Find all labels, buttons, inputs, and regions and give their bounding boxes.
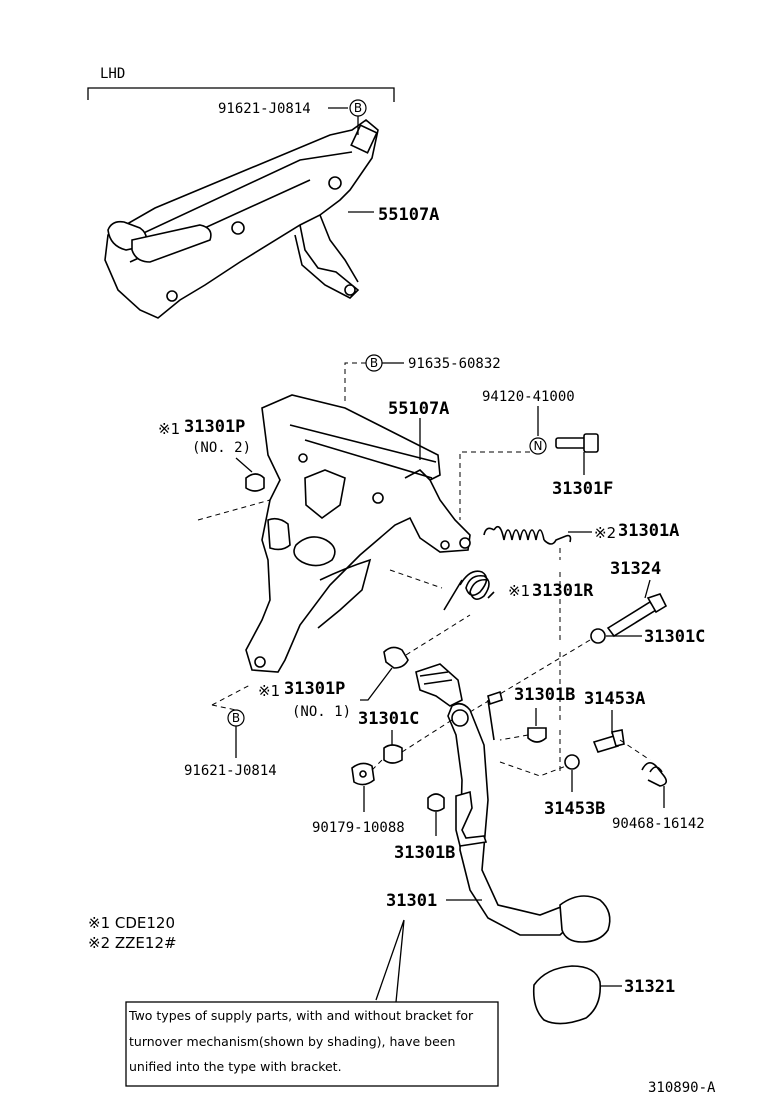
leader — [197, 499, 271, 521]
leader — [211, 684, 251, 706]
part-label-90468-16142: 90468-16142 — [612, 816, 705, 832]
marker-2: ※2 — [594, 524, 616, 542]
part-label-31301c-upper: 31301C — [644, 627, 705, 647]
leader — [235, 457, 253, 473]
part-label-31301p-no1-sub: (NO. 1) — [292, 704, 351, 720]
leader — [211, 704, 237, 711]
marker-3: ※1 — [508, 582, 530, 600]
part-label-31301r: 31301R — [532, 581, 594, 601]
part-label-31301a: 31301A — [618, 521, 679, 541]
part-label-91621-j0814-top: 91621-J0814 — [218, 101, 311, 117]
marker-1: ※1 — [158, 420, 180, 438]
bolt-31301f — [555, 433, 599, 453]
part-label-31324: 31324 — [610, 559, 661, 579]
circle-letter: B — [370, 356, 378, 370]
clip-90468-16142 — [641, 762, 668, 787]
note-box — [125, 1001, 499, 1087]
circle-letter: N — [534, 439, 543, 453]
part-label-31453a: 31453A — [584, 689, 645, 709]
part-label-31301b-lower: 31301B — [394, 843, 455, 863]
note-line-1: Two types of supply parts, with and with… — [128, 1008, 474, 1023]
note-line-2: turnover mechanism(shown by shading), ha… — [129, 1034, 455, 1049]
part-label-31301c-lower: 31301C — [358, 709, 419, 729]
part-label-31301p-no2-sub: (NO. 2) — [192, 440, 251, 456]
leader — [371, 757, 385, 771]
bushing-31301c-lower — [383, 744, 403, 764]
leader — [344, 362, 366, 402]
bushing-31301c-upper — [590, 628, 606, 644]
part-label-31301f: 31301F — [552, 479, 613, 499]
brake-pedal-31301 — [415, 663, 611, 943]
pin-31453a — [592, 729, 625, 753]
lhd-bracket-part — [104, 118, 379, 319]
leader — [401, 719, 453, 753]
part-label-31321: 31321 — [624, 977, 675, 997]
part-label-94120-41000: 94120-41000 — [482, 389, 575, 405]
leader — [499, 734, 529, 741]
part-label-31301: 31301 — [386, 891, 437, 911]
part-label-31301b-upper: 31301B — [514, 685, 575, 705]
legend-line-2: ※2 ZZE12# — [88, 934, 177, 952]
spring-31301a — [483, 525, 572, 545]
leader — [375, 919, 405, 1003]
leader — [499, 761, 567, 777]
leader — [389, 569, 443, 589]
nut-marker — [529, 437, 547, 455]
stopper-31301b-lower — [427, 793, 445, 812]
part-label-31301p-no2: 31301P — [184, 417, 245, 437]
circle-letter: B — [232, 711, 240, 725]
leader — [405, 614, 471, 656]
pedal-pad-31321 — [532, 965, 602, 1025]
bolt-31324 — [606, 593, 668, 638]
diagram-id: 310890-A — [648, 1080, 716, 1096]
part-label-31301p-no1: 31301P — [284, 679, 345, 699]
part-label-91621-j0814-bottom: 91621-J0814 — [184, 763, 277, 779]
leader — [619, 739, 651, 761]
leader — [459, 451, 530, 520]
pedal-bracket — [245, 394, 471, 673]
part-label-55107a-top: 55107A — [378, 205, 439, 225]
leader — [360, 667, 393, 701]
stopper-31301b-upper — [527, 727, 547, 743]
marker-4: ※1 — [258, 682, 280, 700]
part-label-31453b: 31453B — [544, 799, 605, 819]
bushing-31301p-no1 — [383, 646, 409, 669]
part-label-55107a-mid: 55107A — [388, 399, 449, 419]
bushing-31301p-no2 — [245, 473, 265, 492]
legend-line-1: ※1 CDE120 — [88, 914, 175, 932]
lhd-bracket — [87, 87, 395, 102]
part-label-90179-10088: 90179-10088 — [312, 820, 405, 836]
part-label-91635-60832: 91635-60832 — [408, 356, 501, 372]
bushing-31453b — [564, 754, 580, 770]
note-line-3: unified into the type with bracket. — [129, 1059, 342, 1074]
lhd-label: LHD — [100, 66, 125, 82]
circle-letter: B — [354, 101, 362, 115]
leader — [644, 579, 651, 599]
spring-31301r — [443, 570, 495, 611]
